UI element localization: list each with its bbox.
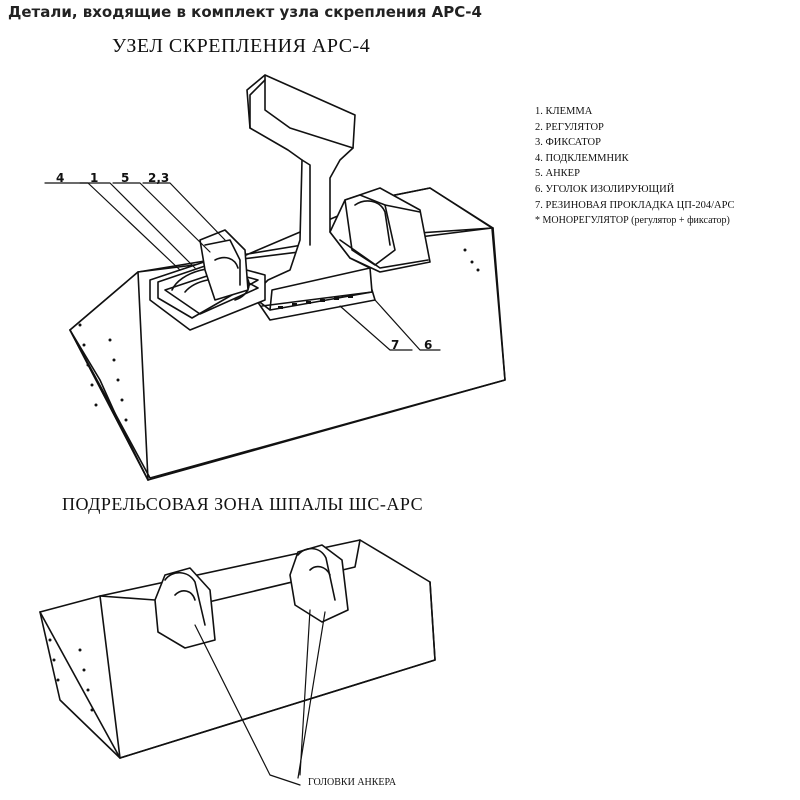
callout-2-3: 2,3 [148,171,170,185]
legend-note: * МОНОРЕГУЛЯТОР (регулятор + фиксатор) [535,215,730,227]
legend-item: 5. АНКЕР [535,168,580,180]
callout-1: 1 [90,171,99,185]
bottom-diagram-title: ПОДРЕЛЬСОВАЯ ЗОНА ШПАЛЫ ШС-АРС [62,494,424,514]
top-leader-lines [44,182,441,351]
callout-6: 6 [424,338,433,352]
callout-5: 5 [121,171,130,185]
anchor-heads-label: ГОЛОВКИ АНКЕРА [308,777,397,788]
legend-item: 2. РЕГУЛЯТОР [535,121,604,133]
legend-item: 4. ПОДКЛЕММНИК [535,152,629,164]
callout-7: 7 [391,338,400,352]
parts-legend: 1. КЛЕММА 2. РЕГУЛЯТОР 3. ФИКСАТОР 4. ПО… [535,104,735,229]
right-anchor-head [289,544,349,623]
legend-item: 1. КЛЕММА [535,106,593,117]
sleeper-top [69,187,506,481]
left-clamp-assembly [149,229,266,331]
right-clamp-assembly [329,187,431,273]
sleeper-bottom [39,539,436,759]
callout-4: 4 [56,171,65,185]
legend-item: 3. ФИКСАТОР [535,137,601,149]
page-header-title: Детали, входящие в комплект узла скрепле… [8,3,482,21]
bottom-leader-lines [194,609,326,786]
top-diagram-title: УЗЕЛ СКРЕПЛЕНИЯ АРС-4 [112,35,371,57]
rubber-pad [254,289,376,321]
legend-item: 7. РЕЗИНОВАЯ ПРОКЛАДКА ЦП-204/АРС [535,199,735,211]
left-anchor-head [154,567,216,649]
legend-item: 6. УГОЛОК ИЗОЛИРУЮЩИЙ [535,183,675,195]
